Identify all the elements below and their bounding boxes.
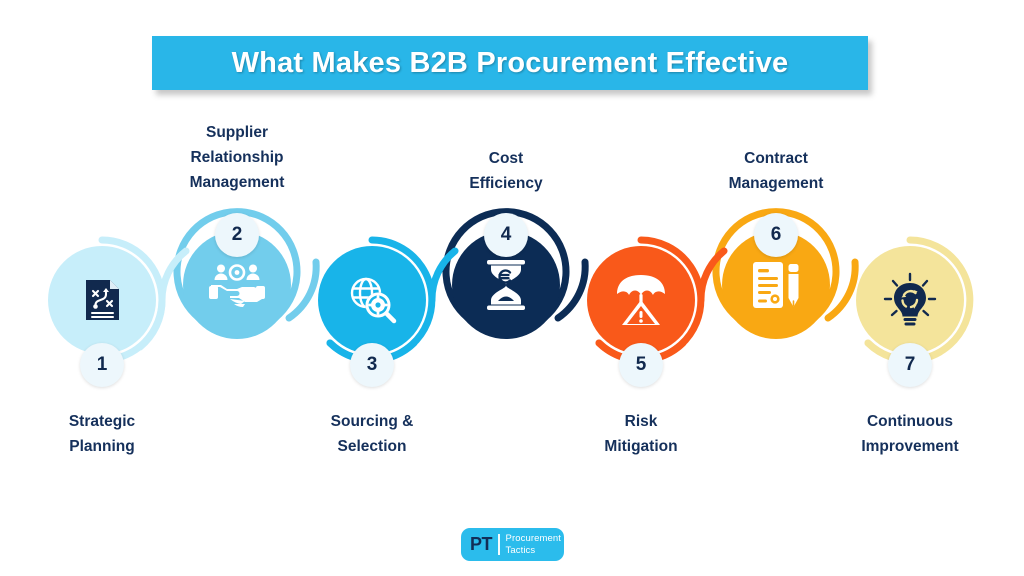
step-badge-7[interactable]: 7 (888, 343, 932, 387)
ring-arc-4 (442, 208, 570, 322)
connector-6-7 (824, 258, 859, 322)
connector-5-6 (697, 247, 728, 304)
step-disc-1[interactable] (48, 246, 156, 354)
umbrella-warning-icon (617, 275, 665, 325)
logo-wordmark: Procurement Tactics (506, 533, 561, 556)
step-caption-6: Contract Management (728, 150, 824, 193)
step-badge-6[interactable]: 6 (754, 213, 798, 257)
title-banner: What Makes B2B Procurement Effective (152, 36, 872, 95)
step-badge-3[interactable]: 3 (350, 343, 394, 387)
step-caption-1: Strategic Planning (68, 413, 136, 456)
step-disc-7[interactable] (856, 246, 964, 354)
ring-arc-6 (712, 208, 840, 322)
logo-line-2: Tactics (505, 544, 536, 556)
step-caption-3: Sourcing & Selection (330, 413, 414, 456)
ring-arc-2 (173, 208, 301, 322)
lightbulb-recycle-icon (883, 272, 937, 326)
connector-1-2 (158, 247, 190, 304)
strategy-document-icon (86, 280, 119, 320)
step-caption-4: Cost Efficiency (469, 150, 543, 193)
logo-line-1: Procurement (505, 532, 561, 544)
connector-4-5 (554, 258, 589, 322)
connector-2-3 (285, 258, 320, 322)
title-bar: What Makes B2B Procurement Effective (152, 36, 868, 90)
step-badge-5[interactable]: 5 (619, 343, 663, 387)
step-caption-2: Supplier Relationship Management (189, 124, 285, 192)
contract-pen-icon (753, 262, 799, 308)
ring-arc-1b (136, 296, 166, 351)
page-title: What Makes B2B Procurement Effective (231, 46, 789, 79)
globe-search-gear-icon (350, 277, 397, 324)
step-badge-4[interactable]: 4 (484, 213, 528, 257)
connector-3-4 (428, 247, 459, 304)
step-badge-2[interactable]: 2 (215, 213, 259, 257)
step-disc-3[interactable] (318, 246, 426, 354)
step-disc-5[interactable] (587, 246, 695, 354)
logo-divider (498, 534, 500, 555)
logo-mark: PT (470, 534, 493, 554)
footer-logo[interactable]: PT Procurement Tactics (461, 528, 564, 561)
step-caption-5: Risk Mitigation (604, 413, 678, 456)
step-caption-7: Continuous Improvement (861, 413, 959, 456)
step-badge-1[interactable]: 1 (80, 343, 124, 387)
handshake-partners-icon (209, 264, 265, 307)
hourglass-euro-icon (487, 260, 525, 310)
